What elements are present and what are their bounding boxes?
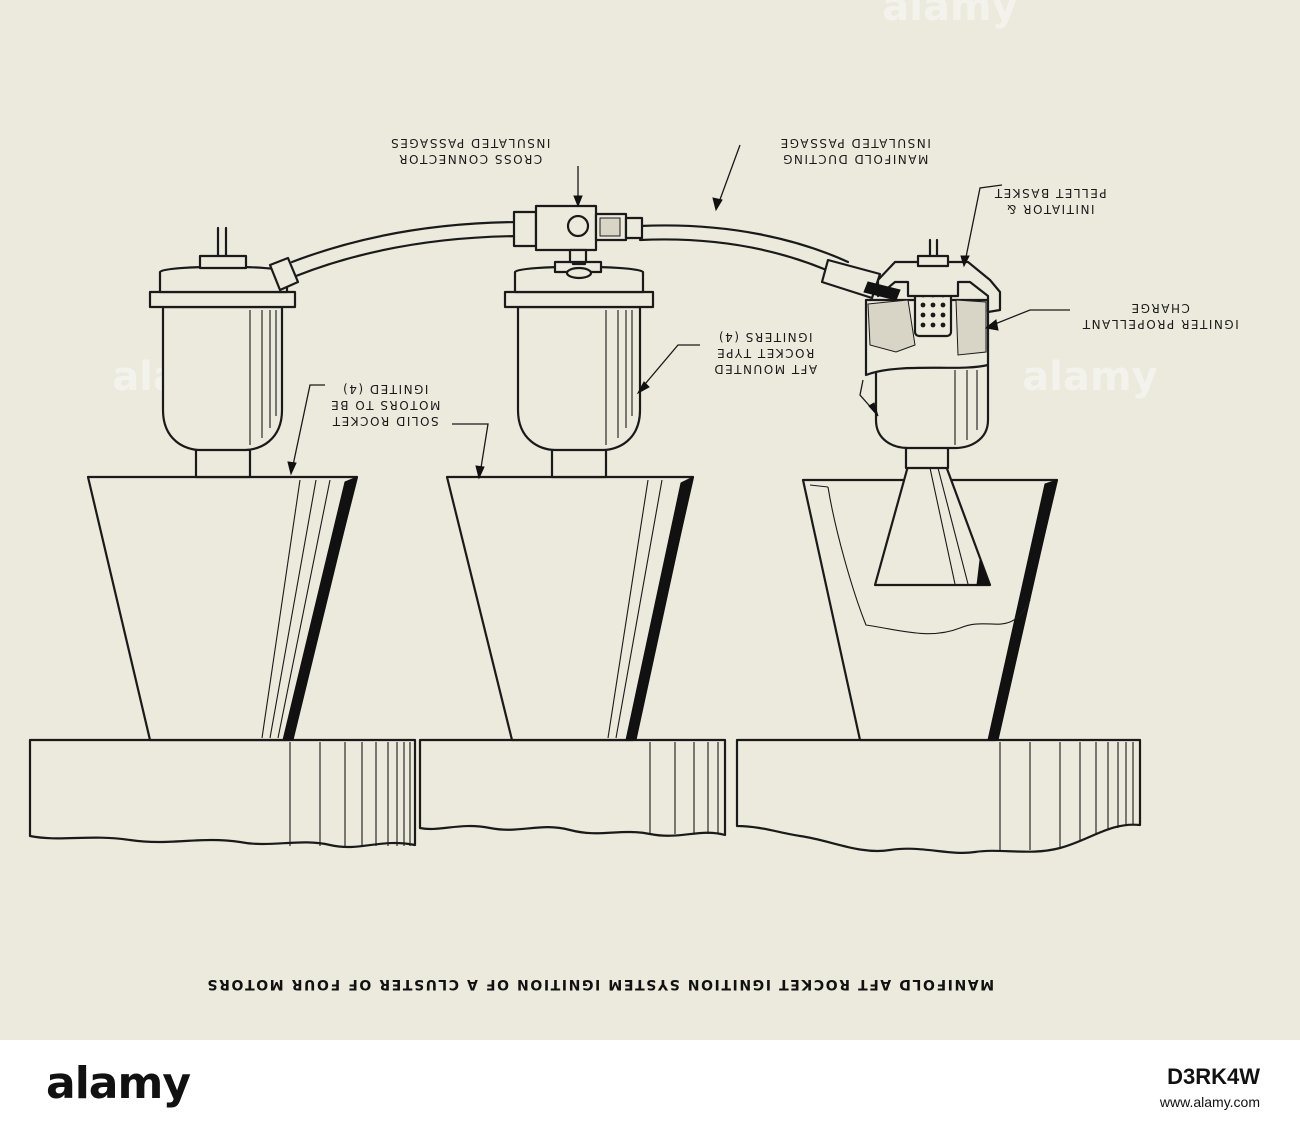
stock-footer: alamy D3RK4W www.alamy.com [0,1040,1300,1130]
manifold-ducting-label-1: MANIFOLD DUCTING [782,152,929,166]
label-solid-rocket: SOLID ROCKET MOTORS TO BE IGNITED (4) [330,382,441,428]
diagram-sheet: alamy alamy alamy alamy alamy [28,0,1239,992]
manifold-ducting-label-2: INSULATED PASSAGE [779,136,931,150]
solid-label-3: IGNITED (4) [342,382,429,396]
cross-connector-label-2: INSULATED PASSAGES [390,136,551,150]
propellant-label-1: IGNITER PROPELLANT [1081,317,1238,331]
diagram-title: MANIFOLD AFT ROCKET IGNITION SYSTEM IGNI… [206,976,994,992]
base-center [418,738,727,837]
motor-funnel-right [801,478,1059,742]
cross-connector [512,204,644,264]
label-propellant: IGNITER PROPELLANT CHARGE [1081,301,1238,331]
image-id: D3RK4W [1167,1064,1260,1089]
aft-label-1: AFT MOUNTED [713,362,817,376]
leader-lines [287,144,1070,480]
igniter-right [864,238,1002,450]
aft-label-3: IGNITERS (4) [717,330,812,344]
footer-info: D3RK4W www.alamy.com [1160,1064,1260,1110]
propellant-label-2: CHARGE [1130,301,1190,315]
solid-label-1: SOLID ROCKET [331,414,438,428]
motor-funnel-center [445,475,695,742]
igniter-center [503,238,655,479]
alamy-logo: alamy [46,1058,191,1109]
title-text: MANIFOLD AFT ROCKET IGNITION SYSTEM IGNI… [206,976,994,992]
label-manifold-ducting: MANIFOLD DUCTING INSULATED PASSAGE [779,136,931,166]
label-aft-mounted: AFT MOUNTED ROCKET TYPE IGNITERS (4) [713,330,817,376]
footer-url: www.alamy.com [1159,1094,1260,1110]
base-right [735,738,1142,854]
igniter-nozzle [873,444,992,587]
watermark-text: alamy [1022,354,1157,400]
initiator-label-2: PELLET BASKET [993,186,1106,200]
cross-connector-label-1: CROSS CONNECTOR [398,152,543,166]
label-cross-connector: CROSS CONNECTOR INSULATED PASSAGES [390,136,551,166]
base-left [28,738,417,849]
manifold-duct [268,220,901,301]
solid-label-2: MOTORS TO BE [330,398,441,412]
motor-funnel-left [86,475,359,742]
watermark-text: alamy [882,0,1017,30]
igniter-left [148,226,297,479]
aft-label-2: ROCKET TYPE [716,346,815,360]
label-initiator: INITIATOR & PELLET BASKET [993,186,1106,216]
initiator-label-1: INITIATOR & [1006,202,1095,216]
ignition-system-diagram: alamy alamy alamy alamy alamy [28,0,1239,992]
